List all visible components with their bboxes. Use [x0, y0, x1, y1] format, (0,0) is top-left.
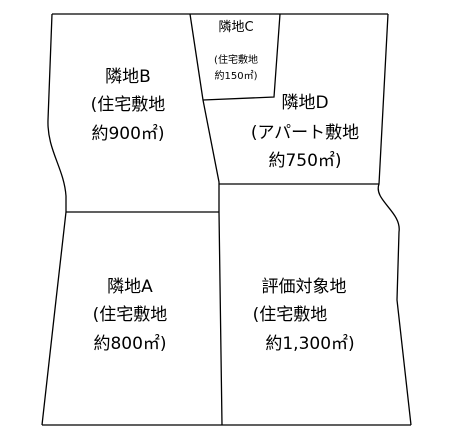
neighbor-c-name: 隣地C	[218, 19, 253, 35]
parcel-boundaries	[41, 13, 412, 426]
parcel-neighbor-a: 隣地A (住宅敷地 約800㎡)	[93, 277, 168, 354]
parcel-c-boundary	[202, 13, 281, 101]
subject-area: 約1,300㎡)	[265, 334, 354, 354]
left-outer-boundary	[41, 13, 67, 426]
neighbor-b-use: (住宅敷地	[91, 95, 166, 115]
neighbor-d-area: 約750㎡)	[268, 151, 341, 171]
center-divider	[189, 13, 223, 426]
parcel-subject: 評価対象地 (住宅敷地 約1,300㎡)	[253, 277, 355, 354]
neighbor-c-use: (住宅敷地	[214, 53, 258, 66]
neighbor-b-name: 隣地B	[105, 67, 151, 87]
neighbor-c-area: 約150㎡)	[215, 69, 258, 82]
subject-use: (住宅敷地	[253, 305, 328, 325]
parcel-neighbor-c: 隣地C (住宅敷地 約150㎡)	[214, 19, 258, 82]
neighbor-b-area: 約900㎡)	[91, 124, 164, 144]
neighbor-d-use: (アパート敷地	[251, 123, 359, 143]
parcel-neighbor-b: 隣地B (住宅敷地 約900㎡)	[91, 67, 166, 144]
neighbor-a-name: 隣地A	[107, 277, 153, 297]
neighbor-a-area: 約800㎡)	[93, 334, 166, 354]
neighbor-d-name: 隣地D	[281, 93, 328, 113]
subject-name: 評価対象地	[262, 277, 347, 297]
right-outer-boundary	[377, 13, 412, 426]
neighbor-a-use: (住宅敷地	[93, 305, 168, 325]
parcel-neighbor-d: 隣地D (アパート敷地 約750㎡)	[251, 93, 359, 171]
